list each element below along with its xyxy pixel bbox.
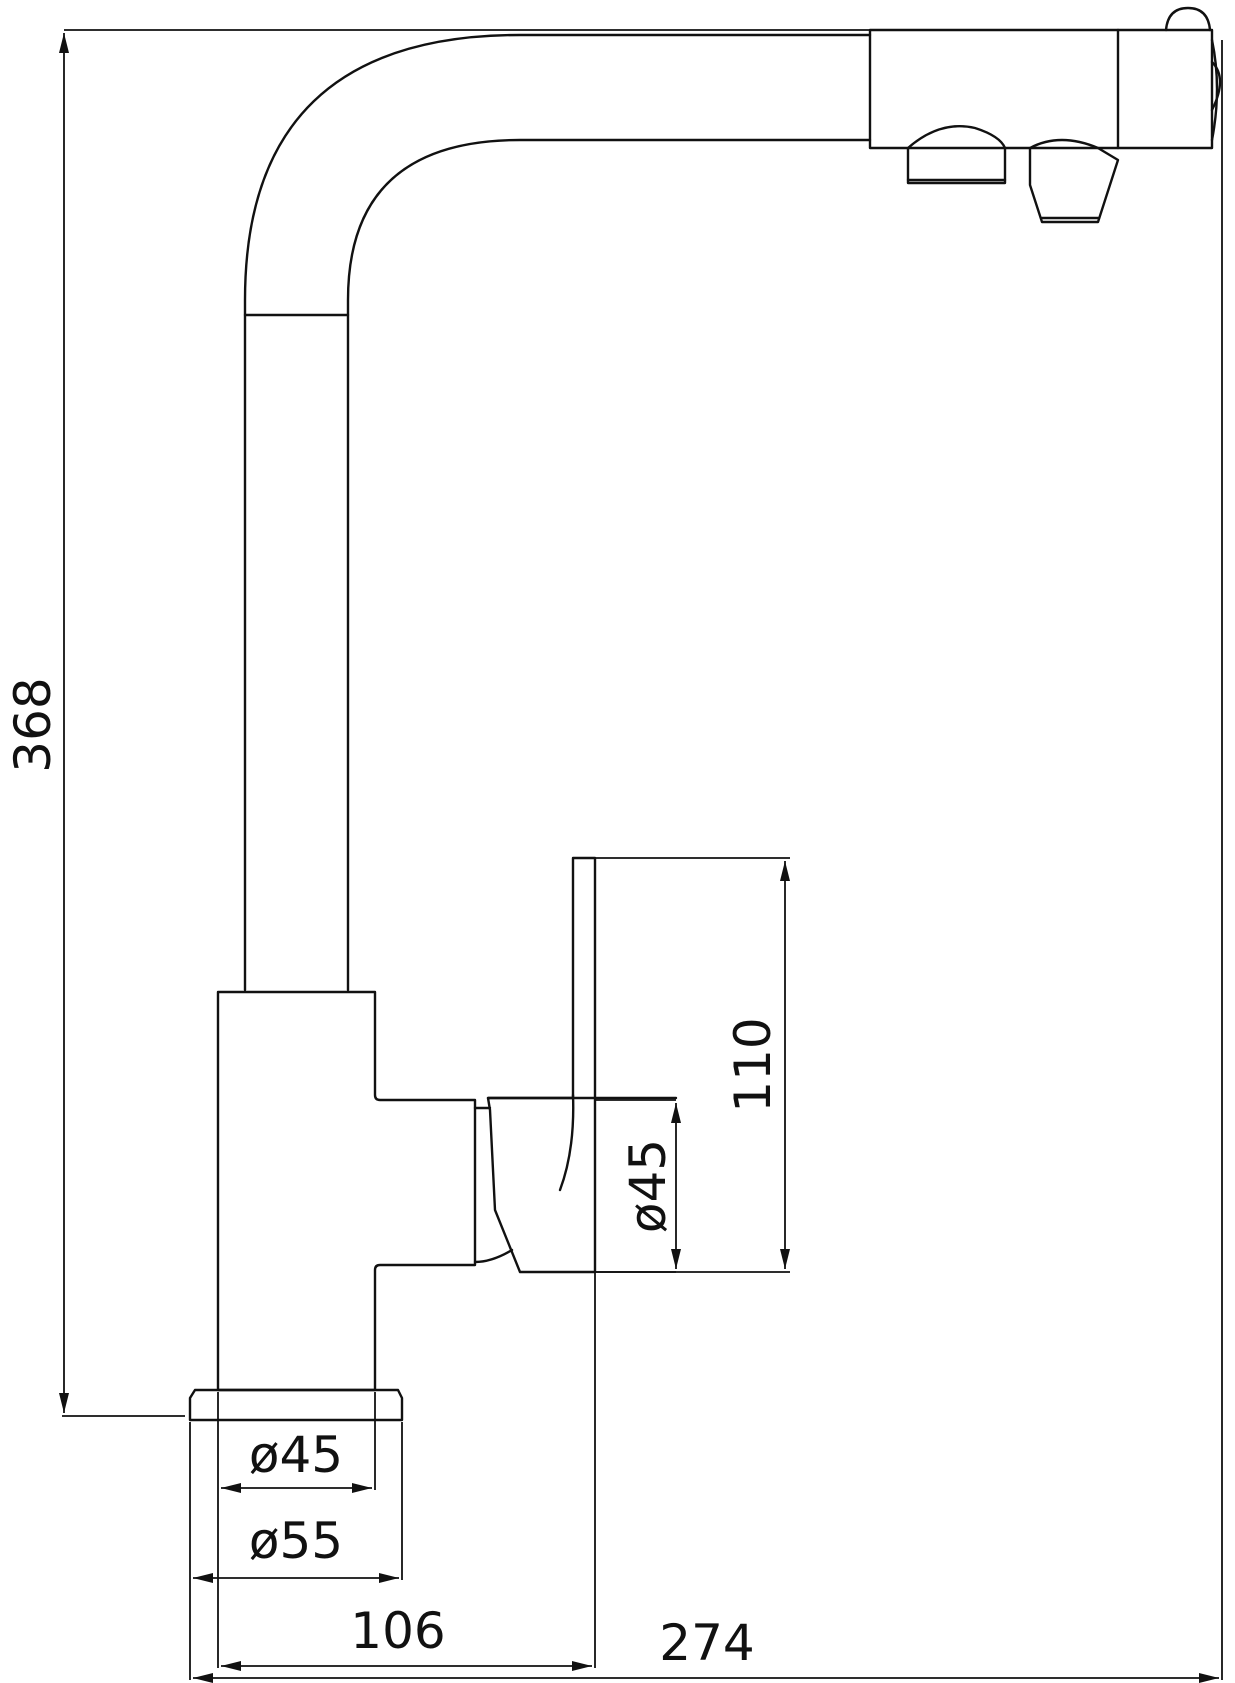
spout-outer-edge <box>243 33 872 992</box>
spray-head-side-knob <box>1210 60 1222 112</box>
dim-body-diameter-label: ø45 <box>249 1426 343 1484</box>
faucet-body <box>216 990 477 1392</box>
spray-head-end-cap <box>1210 38 1219 142</box>
dim-base-diameter-label: ø55 <box>249 1512 343 1570</box>
dim-spout-reach-label: 106 <box>350 1602 445 1660</box>
base-flange <box>188 1388 404 1422</box>
spray-head <box>868 28 1214 150</box>
spout-inner-edge <box>346 138 872 992</box>
dim-overall-height-label: 368 <box>4 677 62 772</box>
spray-nozzle-left <box>906 125 1007 185</box>
spray-head-top-knob <box>1164 6 1212 32</box>
dim-overall-width-label: 274 <box>659 1614 754 1672</box>
spray-nozzle-right <box>1028 138 1120 224</box>
lever-hinge <box>473 1248 514 1264</box>
lever-curve <box>558 1093 575 1192</box>
dimension-lines: 368 110 ø45 ø45 ø55 106 274 <box>4 29 1223 1683</box>
dim-lever-height-label: 110 <box>724 1017 782 1112</box>
lever-handle <box>486 856 597 1274</box>
faucet-outline <box>188 6 1222 1422</box>
dim-handle-diameter-label: ø45 <box>619 1139 677 1233</box>
